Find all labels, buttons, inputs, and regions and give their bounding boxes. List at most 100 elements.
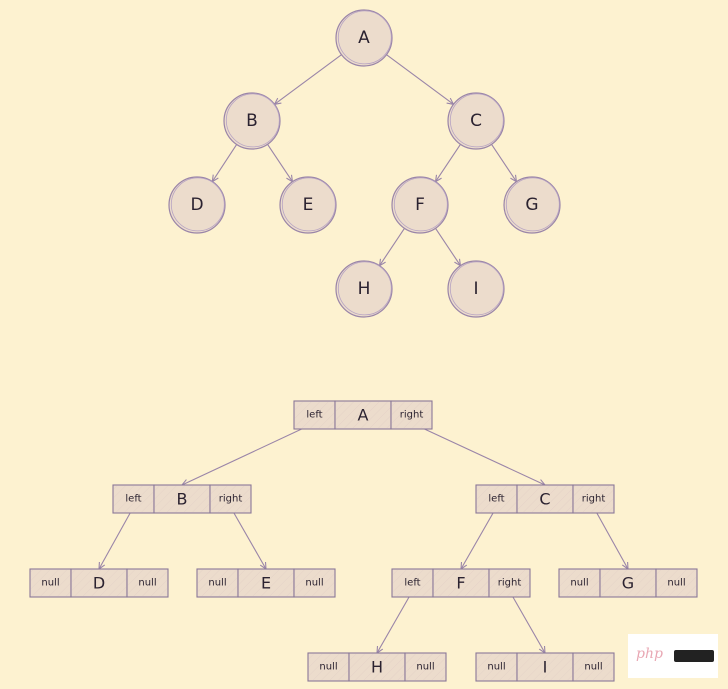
tree-node-G: G — [503, 176, 561, 234]
linked-node-A-right-cell: right — [390, 400, 433, 430]
tree-node-label-F: F — [415, 195, 425, 215]
watermark-text: php — [636, 646, 663, 662]
linked-node-H-left-cell: null — [307, 652, 350, 682]
tree-node-A: A — [335, 9, 393, 67]
linked-node-E-left-label: null — [208, 578, 226, 589]
linked-node-A-right-label: right — [400, 410, 424, 421]
tree-node-D: D — [168, 176, 226, 234]
linked-node-F-value-cell: F — [432, 568, 490, 598]
tree-edge-F-H — [378, 227, 405, 267]
linked-node-B-left-cell: left — [112, 484, 155, 514]
tree-node-C: C — [447, 92, 505, 150]
tree-node-I: I — [447, 260, 505, 318]
linked-node-H-right-label: null — [416, 662, 434, 673]
linked-node-C-right-cell: right — [572, 484, 615, 514]
watermark-logo: php — [628, 634, 718, 678]
linked-node-D-left-cell: null — [29, 568, 72, 598]
linked-node-A-left-cell: left — [293, 400, 336, 430]
tree-node-label-B: B — [246, 111, 258, 131]
linked-node-I-value-label: I — [543, 658, 548, 677]
watermark-bar — [674, 650, 714, 662]
linked-node-H-value-label: H — [371, 658, 383, 677]
tree-node-label-I: I — [473, 279, 478, 299]
linked-edge-F-left-H — [376, 590, 413, 655]
linked-node-G-right-cell: null — [655, 568, 698, 598]
tree-node-B: B — [223, 92, 281, 150]
linked-node-F-left-cell: left — [391, 568, 434, 598]
linked-node-C-value-cell: C — [516, 484, 574, 514]
linked-node-C-value-label: C — [539, 490, 550, 509]
linked-edge-C-right-G — [593, 506, 629, 571]
tree-edge-C-F — [434, 143, 461, 183]
linked-node-E-value-cell: E — [237, 568, 295, 598]
linked-node-A-value-cell: A — [334, 400, 392, 430]
tree-node-label-H: H — [358, 279, 371, 299]
tree-node-label-G: G — [525, 195, 538, 215]
linked-edge-F-right-I — [509, 590, 546, 655]
linked-node-I-right-cell: null — [572, 652, 615, 682]
tree-node-label-A: A — [358, 28, 370, 48]
linked-node-H-left-label: null — [319, 662, 337, 673]
linked-node-B-value-label: B — [177, 490, 188, 509]
linked-node-G-left-label: null — [570, 578, 588, 589]
linked-edge-B-left-D — [98, 506, 134, 571]
linked-node-D-value-label: D — [93, 574, 105, 593]
tree-node-label-E: E — [303, 195, 314, 215]
linked-node-G-right-label: null — [667, 578, 685, 589]
linked-edge-B-right-E — [230, 506, 267, 571]
linked-node-B-right-cell: right — [209, 484, 252, 514]
linked-node-I-left-cell: null — [475, 652, 518, 682]
linked-node-F-right-cell: right — [488, 568, 531, 598]
tree-edge-A-B — [273, 54, 342, 106]
linked-node-A-value-label: A — [358, 406, 369, 425]
linked-node-C-right-label: right — [582, 494, 606, 505]
tree-edge-A-C — [386, 54, 455, 106]
linked-node-I-value-cell: I — [516, 652, 574, 682]
linked-node-I-right-label: null — [584, 662, 602, 673]
linked-node-E-value-label: E — [261, 574, 271, 593]
linked-node-G-value-label: G — [622, 574, 634, 593]
linked-node-F-right-label: right — [498, 578, 522, 589]
tree-node-E: E — [279, 176, 337, 234]
linked-node-B-value-cell: B — [153, 484, 211, 514]
linked-node-B-left-label: left — [125, 494, 141, 505]
linked-node-F-value-label: F — [456, 574, 465, 593]
linked-node-E-left-cell: null — [196, 568, 239, 598]
linked-node-B-right-label: right — [219, 494, 243, 505]
tree-edge-F-I — [435, 227, 462, 267]
tree-edge-B-D — [211, 144, 238, 183]
linked-node-E-right-cell: null — [293, 568, 336, 598]
tree-edge-C-G — [491, 143, 518, 183]
linked-node-C-left-label: left — [488, 494, 504, 505]
linked-node-H-value-cell: H — [348, 652, 406, 682]
linked-node-A-left-label: left — [306, 410, 322, 421]
tree-node-H: H — [335, 260, 393, 318]
linked-node-D-right-label: null — [138, 578, 156, 589]
linked-node-E-right-label: null — [305, 578, 323, 589]
linked-node-G-left-cell: null — [558, 568, 601, 598]
linked-node-F-left-label: left — [404, 578, 420, 589]
linked-node-C-left-cell: left — [475, 484, 518, 514]
linked-node-D-value-cell: D — [70, 568, 128, 598]
tree-node-label-D: D — [190, 195, 203, 215]
tree-graph: A B C D E F G H I — [168, 9, 561, 318]
linked-node-H-right-cell: null — [404, 652, 447, 682]
linked-node-G-value-cell: G — [599, 568, 657, 598]
linked-edge-A-left-B — [180, 422, 315, 486]
tree-node-label-C: C — [470, 111, 482, 131]
linked-edge-A-right-C — [411, 422, 547, 486]
tree-edge-B-E — [267, 143, 294, 183]
linked-node-D-right-cell: null — [126, 568, 169, 598]
tree-node-F: F — [391, 176, 449, 234]
